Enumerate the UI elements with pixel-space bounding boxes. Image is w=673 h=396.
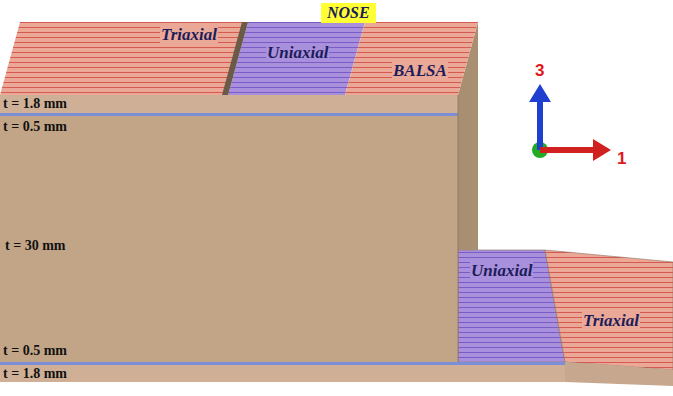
thickness-label: t = 1.8 mm bbox=[3, 366, 67, 382]
nose-text: NOSE bbox=[327, 4, 370, 22]
material-label: Triaxial bbox=[582, 312, 640, 330]
material-label: Uniaxial bbox=[266, 44, 329, 62]
lower-triaxial-face bbox=[545, 250, 673, 370]
thickness-label: t = 30 mm bbox=[5, 238, 65, 254]
step-edge bbox=[222, 22, 248, 95]
axis-1-head bbox=[593, 139, 611, 161]
thickness-label: t = 1.8 mm bbox=[3, 96, 67, 112]
nose-tag: NOSE bbox=[321, 3, 376, 23]
balsa-core-face bbox=[0, 116, 458, 362]
top-triaxial-skin bbox=[0, 95, 458, 113]
material-label: Uniaxial bbox=[470, 262, 533, 280]
axis-3-head bbox=[529, 84, 551, 102]
material-label: Triaxial bbox=[160, 26, 218, 44]
thickness-label: t = 0.5 mm bbox=[3, 119, 67, 135]
axis-1-arrow bbox=[540, 147, 595, 153]
top-uniaxial-skin bbox=[0, 113, 458, 116]
top-balsa-face bbox=[345, 22, 478, 95]
bottom-triaxial-skin bbox=[0, 365, 565, 382]
top-uniaxial-face bbox=[228, 22, 365, 95]
axis-label: 1 bbox=[617, 150, 626, 168]
block-edge bbox=[458, 95, 459, 362]
bottom-triaxial-edge bbox=[565, 362, 673, 386]
top-triaxial-face bbox=[0, 22, 248, 95]
axis-label: 3 bbox=[535, 62, 544, 80]
material-label: BALSA bbox=[392, 62, 448, 80]
axis-3-arrow bbox=[537, 100, 543, 150]
thickness-label: t = 0.5 mm bbox=[3, 343, 67, 359]
bottom-uniaxial-skin bbox=[0, 362, 565, 365]
